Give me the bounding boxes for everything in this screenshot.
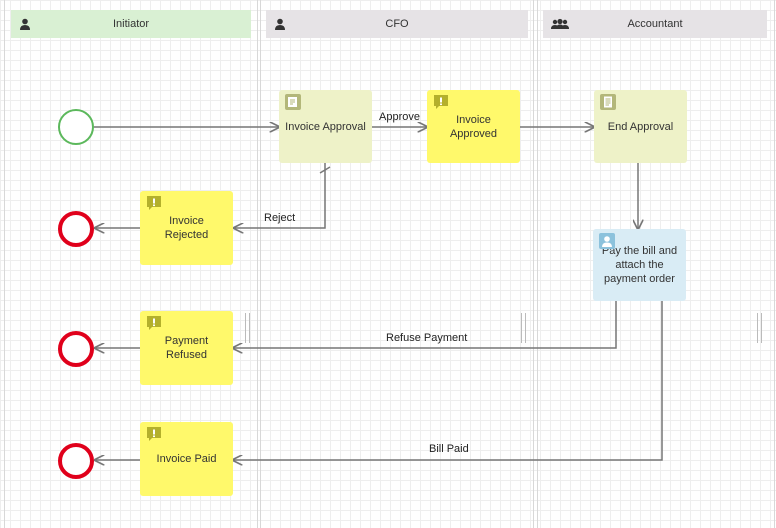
task-label: Invoice Paid bbox=[156, 453, 217, 465]
notification-icon bbox=[146, 315, 162, 335]
task-end-approval[interactable]: End Approval bbox=[594, 90, 687, 163]
task-label: Invoice Approval bbox=[285, 120, 366, 133]
notification-icon bbox=[146, 426, 162, 446]
flow-label-approve: Approve bbox=[379, 111, 420, 123]
task-label-line: Invoice bbox=[456, 113, 491, 126]
task-label-line: Refused bbox=[166, 349, 207, 361]
flow-label-bill-paid: Bill Paid bbox=[429, 443, 469, 455]
lane-header-cfo[interactable]: CFO bbox=[266, 10, 528, 38]
group-icon bbox=[551, 18, 569, 33]
lane-title: CFO bbox=[385, 18, 409, 30]
flow-label-refuse-payment: Refuse Payment bbox=[386, 332, 468, 344]
flow-bill-paid bbox=[233, 301, 663, 460]
lane-resize-handle[interactable] bbox=[521, 313, 526, 343]
task-label-line: Payment bbox=[164, 335, 209, 347]
lane-cfo[interactable] bbox=[260, 0, 534, 528]
task-invoice-approved[interactable]: Invoice Approved bbox=[427, 90, 520, 163]
task-label-line: payment order bbox=[604, 273, 675, 285]
task-invoice-paid[interactable]: Invoice Paid bbox=[140, 422, 233, 496]
lane-resize-handle[interactable] bbox=[757, 313, 762, 343]
lane-header-initiator[interactable]: Initiator bbox=[11, 10, 251, 38]
lane-header-accountant[interactable]: Accountant bbox=[543, 10, 767, 38]
user-icon bbox=[274, 18, 286, 33]
task-pay-bill[interactable]: Pay the bill and attach the payment orde… bbox=[593, 229, 686, 301]
end-event-paid[interactable] bbox=[58, 443, 94, 479]
lane-resize-handle[interactable] bbox=[245, 313, 250, 343]
task-label-line: attach the bbox=[615, 259, 664, 271]
task-label: Payment Refused bbox=[165, 334, 208, 362]
user-task-icon bbox=[599, 233, 615, 253]
task-label: Invoice Approved bbox=[450, 113, 497, 141]
end-event-rejected[interactable] bbox=[58, 211, 94, 247]
task-label: Invoice Rejected bbox=[164, 215, 209, 241]
user-icon bbox=[19, 18, 31, 33]
lane-title: Accountant bbox=[627, 18, 683, 30]
task-label: End Approval bbox=[607, 120, 674, 133]
flow-refuse-payment bbox=[233, 301, 617, 348]
task-label-line: Pay the bill and bbox=[601, 245, 678, 257]
task-label-line: Approved bbox=[449, 127, 498, 140]
end-event-refused[interactable] bbox=[58, 331, 94, 367]
task-invoice-approval[interactable]: Invoice Approval bbox=[279, 90, 372, 163]
task-label: Pay the bill and attach the payment orde… bbox=[602, 244, 677, 286]
lane-initiator[interactable] bbox=[4, 0, 258, 528]
flow-label-reject: Reject bbox=[264, 212, 296, 224]
approval-task-icon bbox=[285, 94, 301, 114]
task-payment-refused[interactable]: Payment Refused bbox=[140, 311, 233, 385]
task-invoice-rejected[interactable]: Invoice Rejected bbox=[140, 191, 233, 265]
document-task-icon bbox=[600, 94, 616, 114]
notification-icon bbox=[433, 94, 449, 114]
flow-reject-default-mark bbox=[319, 166, 331, 174]
start-event[interactable] bbox=[58, 109, 94, 145]
notification-icon bbox=[146, 195, 162, 215]
lane-accountant[interactable] bbox=[537, 0, 775, 528]
lane-title: Initiator bbox=[112, 18, 150, 30]
flow-reject bbox=[234, 163, 326, 228]
